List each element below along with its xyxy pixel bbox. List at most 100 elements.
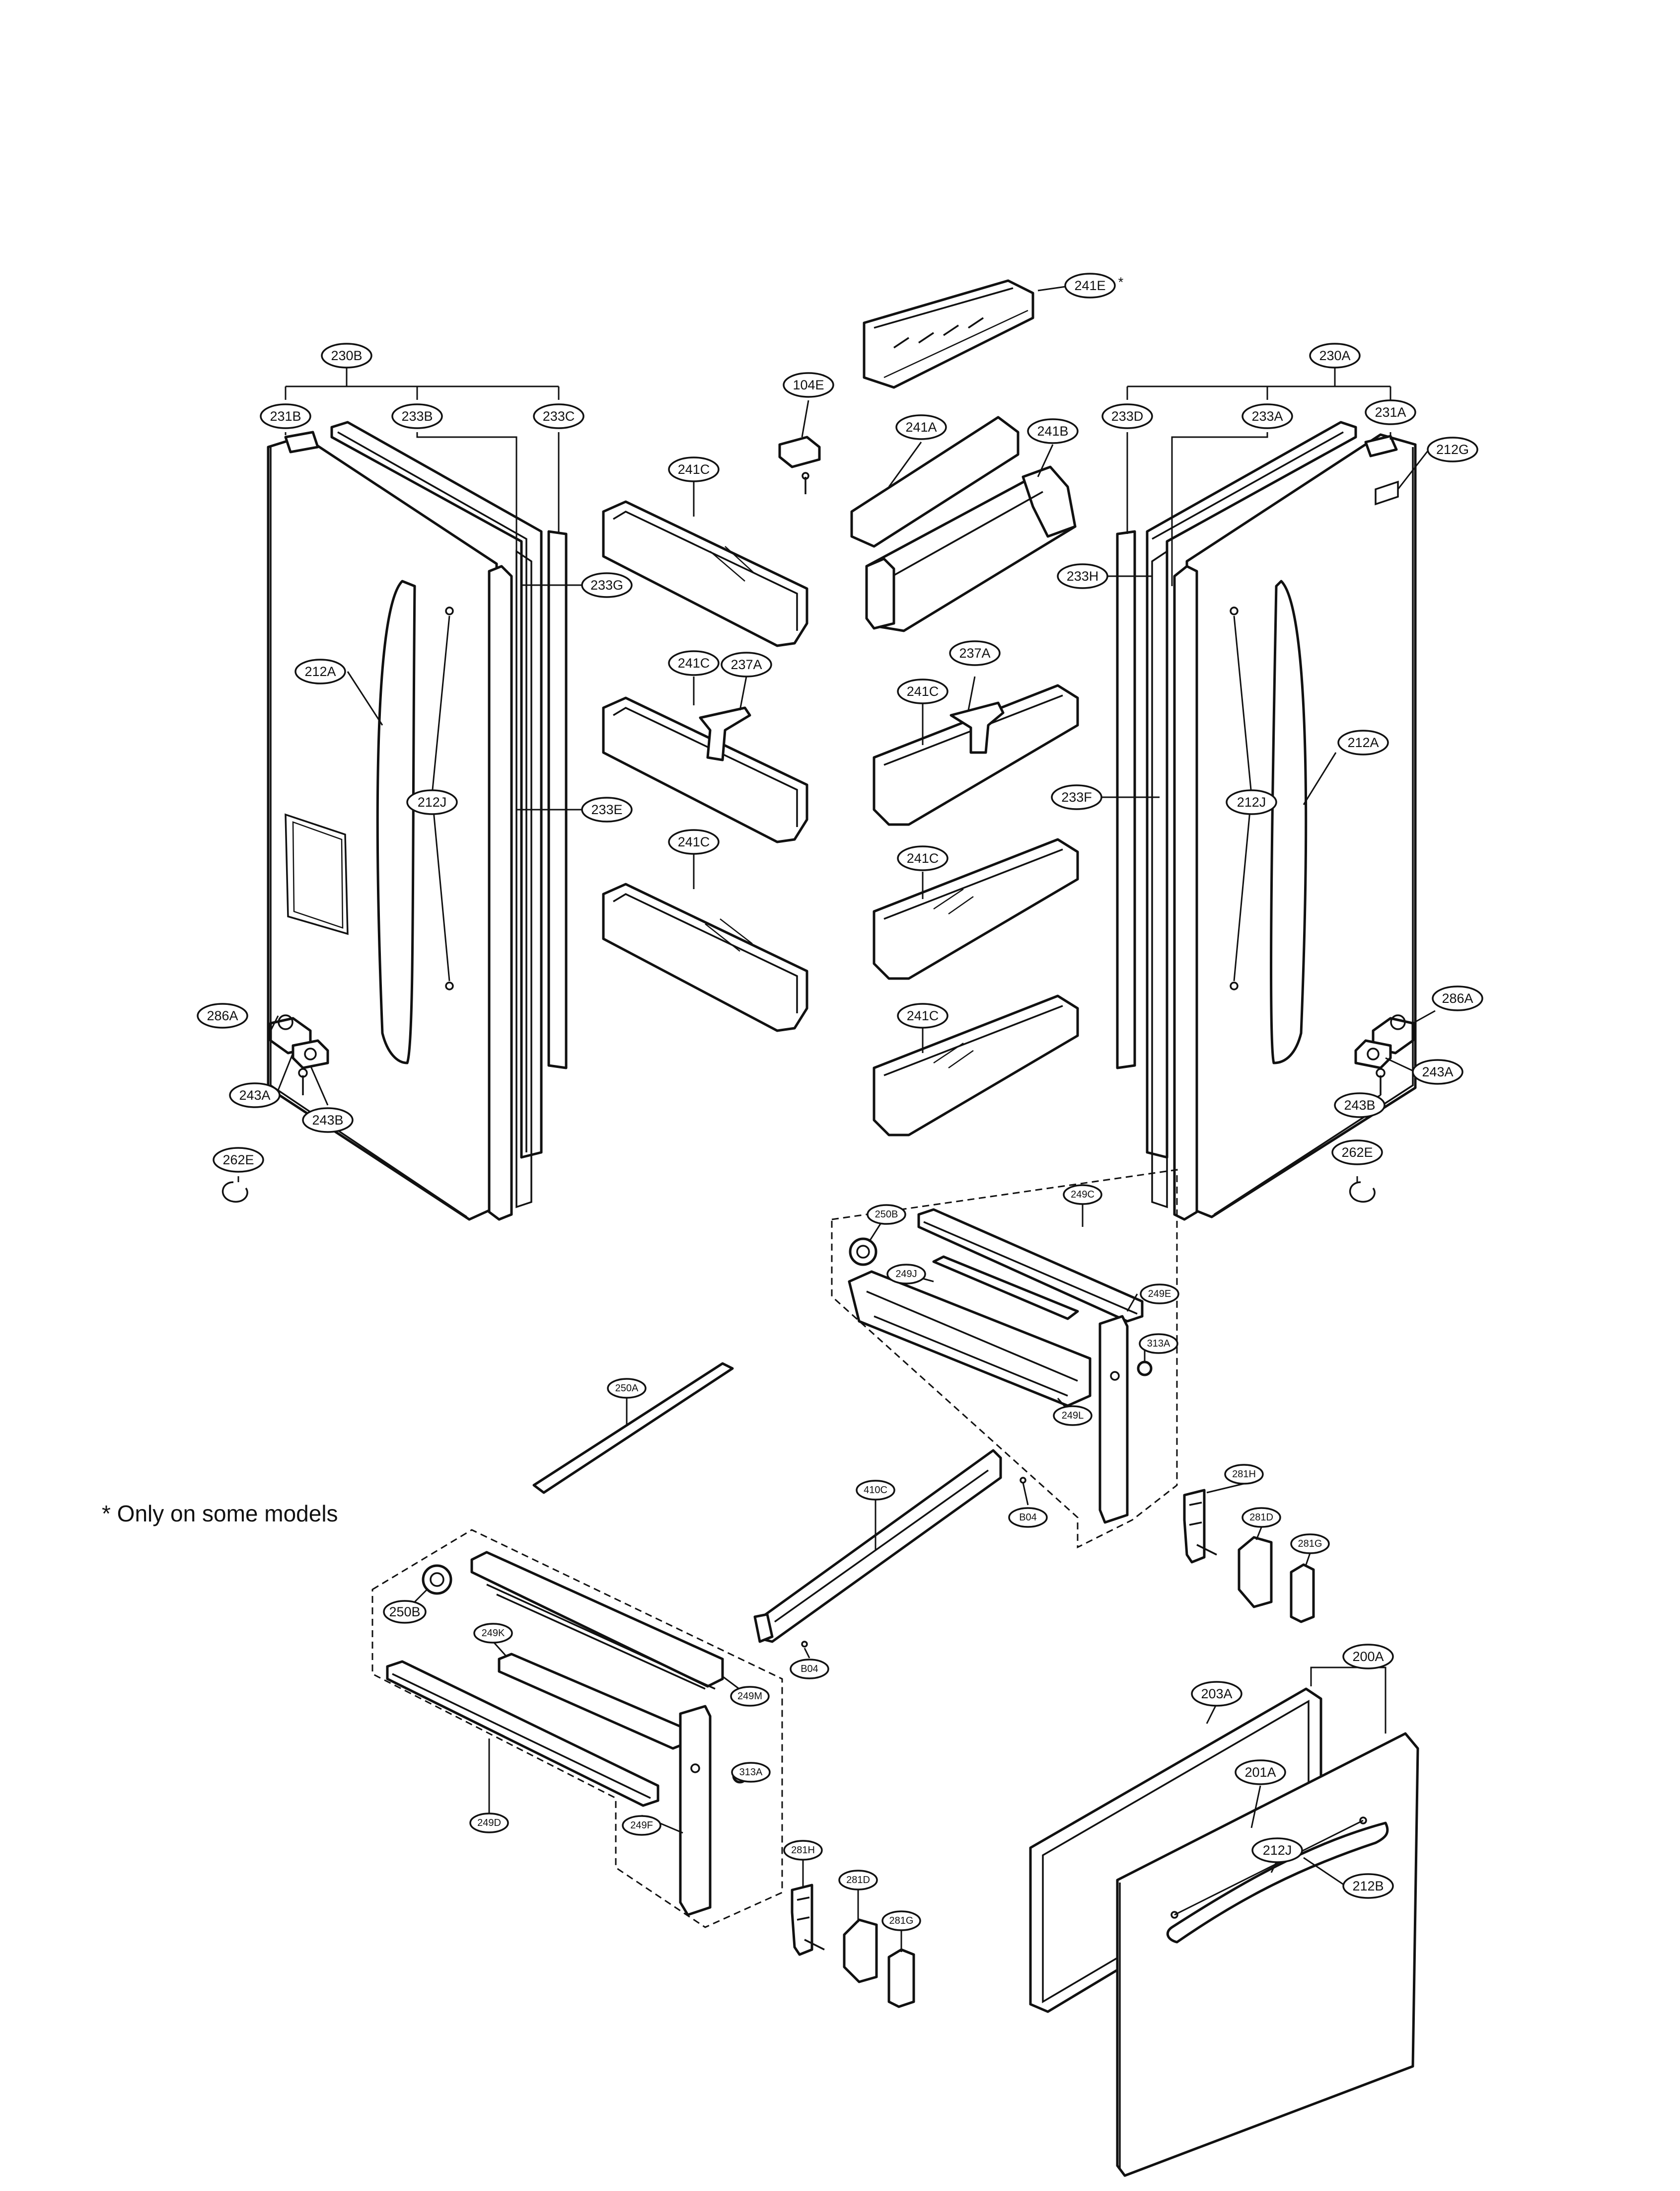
svg-text:281D: 281D [846,1875,870,1886]
svg-text:249K: 249K [482,1628,505,1639]
callout-313A-upper: 313A [1139,1333,1178,1354]
svg-text:233G: 233G [590,578,623,593]
seal-strip-250A [532,1362,734,1494]
callout-241C-5: 241C [897,845,949,871]
callout-281D-lower: 281D [838,1870,878,1890]
callout-104E: 104E [783,372,834,398]
svg-text:241C: 241C [678,656,710,671]
svg-text:201A: 201A [1244,1765,1276,1780]
svg-text:262E: 262E [222,1152,254,1167]
svg-text:262E: 262E [1341,1145,1373,1160]
callout-281G-upper: 281G [1290,1533,1330,1554]
svg-text:281H: 281H [1232,1469,1256,1480]
svg-text:233A: 233A [1251,409,1283,424]
callout-313A-lower: 313A [731,1762,771,1783]
callout-410C: 410C [856,1480,895,1501]
svg-text:243B: 243B [312,1113,343,1128]
svg-text:241C: 241C [678,462,710,477]
svg-text:233B: 233B [401,409,433,424]
callout-286A-right: 286A [1432,985,1483,1011]
callout-201A: 201A [1235,1759,1286,1785]
callout-230A: 230A [1309,343,1361,369]
svg-text:212A: 212A [304,664,336,679]
callout-281H-lower: 281H [783,1840,823,1861]
callout-281D-upper: 281D [1242,1507,1281,1528]
svg-text:243A: 243A [239,1088,270,1103]
svg-text:241C: 241C [907,1008,939,1023]
svg-text:281G: 281G [1298,1538,1322,1549]
callout-241C-3: 241C [668,829,720,855]
callout-249K: 249K [473,1623,513,1644]
svg-text:241B: 241B [1037,424,1068,439]
svg-text:104E: 104E [793,378,824,392]
callout-212B: 212B [1342,1873,1394,1899]
svg-text:231B: 231B [270,409,301,424]
callout-249C: 249C [1063,1184,1102,1205]
callout-212J-drawer: 212J [1251,1837,1303,1863]
svg-text:249C: 249C [1071,1189,1095,1200]
callout-262E-left: 262E [213,1147,264,1173]
svg-text:241C: 241C [907,851,939,866]
callout-233B: 233B [391,403,443,429]
svg-text:241C: 241C [678,834,710,849]
svg-text:241E: 241E [1074,278,1105,293]
svg-text:243A: 243A [1422,1064,1453,1079]
svg-text:237A: 237A [730,657,762,672]
callout-200A: 200A [1342,1644,1394,1669]
svg-text:212J: 212J [1263,1843,1292,1858]
callout-249D: 249D [469,1813,509,1833]
callout-212G: 212G [1427,437,1478,462]
upper-hinge-parts [1183,1489,1315,1623]
svg-text:241A: 241A [905,420,937,435]
svg-text:249M: 249M [737,1691,762,1702]
callout-231A: 231A [1365,399,1416,425]
svg-text:249E: 249E [1148,1288,1171,1299]
svg-text:233F: 233F [1061,790,1092,805]
callout-241C-6: 241C [897,1003,949,1029]
svg-text:212G: 212G [1436,442,1469,457]
callout-241C-1: 241C [668,456,720,482]
callout-281H-upper: 281H [1224,1464,1264,1485]
svg-text:231A: 231A [1375,405,1406,420]
callout-241E: 241E [1064,273,1116,299]
callout-231B: 231B [260,403,311,429]
svg-text:200A: 200A [1352,1649,1384,1664]
svg-text:281H: 281H [791,1845,815,1856]
callout-243B-left: 243B [302,1107,354,1133]
callout-203A: 203A [1191,1681,1242,1707]
left-door-assembly [222,421,568,1221]
callout-233A: 233A [1242,403,1293,429]
callout-230B: 230B [321,343,372,369]
callout-237A-right: 237A [949,640,1001,666]
svg-text:212J: 212J [418,795,447,810]
callout-237A-left: 237A [721,652,772,678]
svg-text:250A: 250A [615,1383,639,1394]
callout-250B-lower: 250B [383,1600,427,1624]
callout-250A: 250A [607,1378,647,1399]
callout-243A-left: 243A [229,1082,281,1108]
callout-250B-upper: 250B [867,1204,906,1225]
lower-hinge-parts [791,1884,915,2008]
optional-part-asterisk: * [1118,275,1124,290]
upper-rail-group [831,1169,1178,1549]
svg-text:241C: 241C [907,684,939,699]
callout-233E: 233E [581,797,633,823]
callout-243B-right: 243B [1334,1092,1386,1118]
svg-text:233E: 233E [591,802,622,817]
svg-text:212B: 212B [1352,1879,1384,1893]
callout-212A-right: 212A [1337,730,1389,756]
svg-text:237A: 237A [959,646,990,661]
callout-281G-lower: 281G [881,1910,921,1931]
callout-233F: 233F [1051,784,1102,810]
svg-text:203A: 203A [1201,1686,1232,1701]
svg-text:250B: 250B [875,1209,898,1220]
callout-249E: 249E [1140,1284,1179,1304]
callout-212A-left: 212A [294,659,346,684]
svg-text:B04: B04 [1019,1512,1037,1523]
svg-text:212J: 212J [1237,795,1266,810]
svg-text:249J: 249J [895,1269,917,1280]
callouts: 230B 231B 233B 233C 233G 233E 212A 212J … [197,273,1483,1931]
svg-text:230B: 230B [331,348,362,363]
svg-text:249D: 249D [477,1817,501,1828]
